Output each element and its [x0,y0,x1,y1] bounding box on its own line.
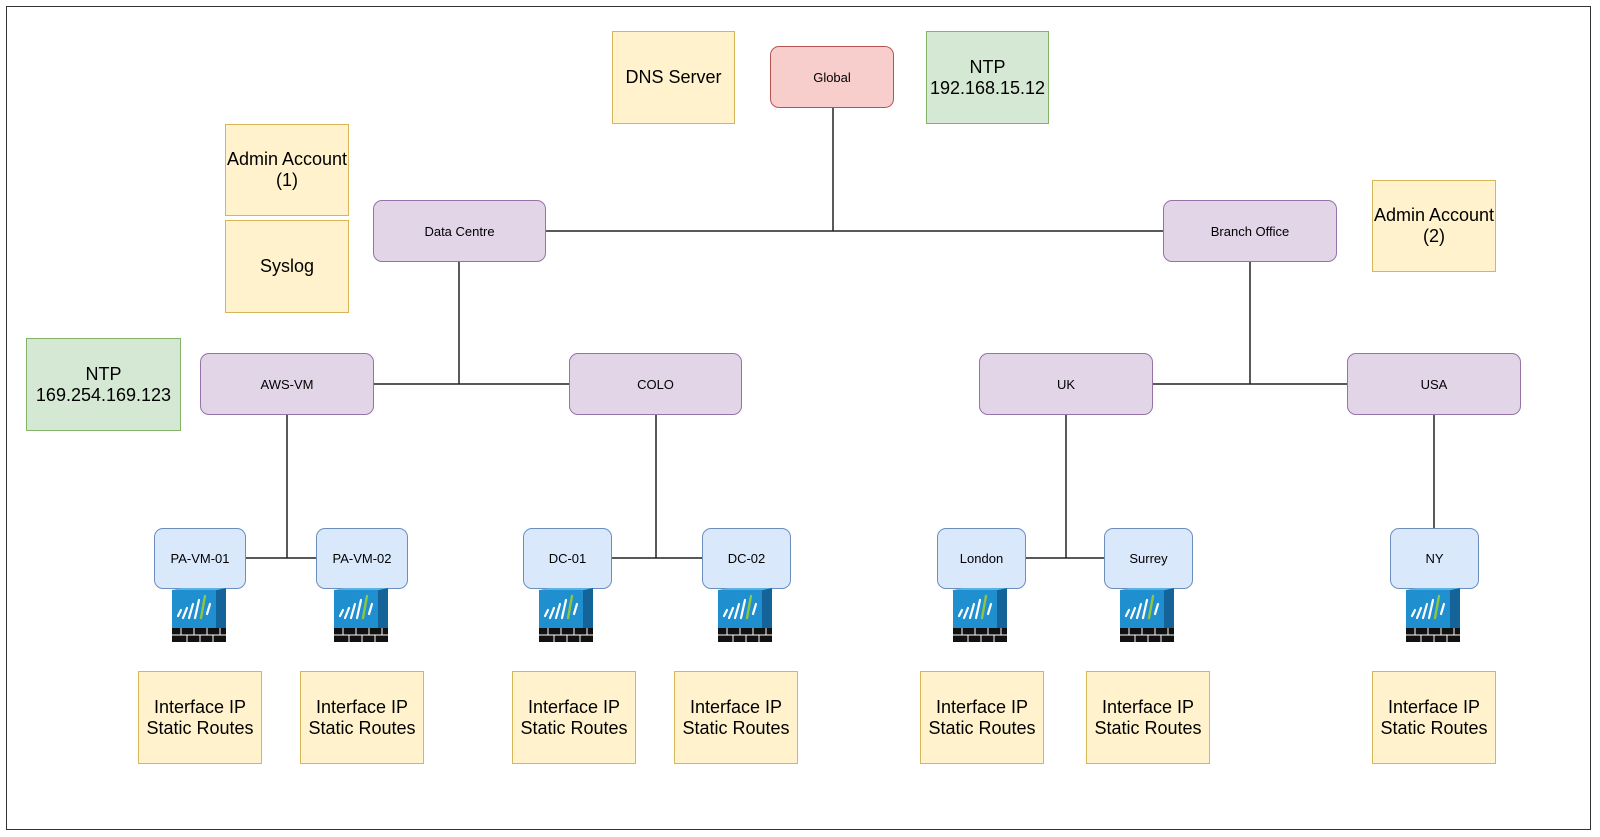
aws-vm-label: AWS-VM [260,376,314,392]
device-label: DC-02 [727,551,766,566]
ntp-global-note: NTP 192.168.15.12 [926,31,1049,124]
global-node[interactable]: Global [770,46,894,108]
firewall-icon [953,588,1009,642]
global-label: Global [813,69,851,85]
admin-account-2-label: Admin Account (2) [1373,205,1495,246]
uk-node[interactable]: UK [979,353,1153,415]
ny-config-note: Interface IP Static Routes [1372,671,1496,764]
firewall-icon [1406,588,1462,642]
config-label: Interface IP Static Routes [1380,696,1488,738]
device-pa-vm-01[interactable]: PA-VM-01 [154,528,246,589]
device-label: DC-01 [548,551,587,566]
device-label: PA-VM-02 [332,551,392,566]
config-label: Interface IP Static Routes [520,696,628,738]
usa-label: USA [1420,376,1448,392]
config-label: Interface IP Static Routes [146,696,254,738]
usa-node[interactable]: USA [1347,353,1521,415]
firewall-icon [334,588,390,642]
dc-01-config-note: Interface IP Static Routes [512,671,636,764]
branch-office-label: Branch Office [1210,223,1290,239]
config-label: Interface IP Static Routes [1094,696,1202,738]
device-label: London [959,551,1004,566]
device-london[interactable]: London [937,528,1026,589]
device-dc-02[interactable]: DC-02 [702,528,791,589]
dns-server-label: DNS Server [625,67,722,87]
firewall-icon [539,588,595,642]
device-label: PA-VM-01 [170,551,230,566]
pa-vm-01-config-note: Interface IP Static Routes [138,671,262,764]
syslog-note: Syslog [225,220,349,313]
ntp-aws-label: NTP 169.254.169.123 [35,363,172,405]
config-label: Interface IP Static Routes [928,696,1036,738]
ntp-aws-note: NTP 169.254.169.123 [26,338,181,431]
firewall-icon [718,588,774,642]
device-label: NY [1425,551,1444,566]
admin-account-1-label: Admin Account (1) [226,149,348,190]
colo-label: COLO [637,376,674,392]
dc-02-config-note: Interface IP Static Routes [674,671,798,764]
admin-account-2-note: Admin Account (2) [1372,180,1496,272]
branch-office-node[interactable]: Branch Office [1163,200,1337,262]
data-centre-node[interactable]: Data Centre [373,200,546,262]
london-config-note: Interface IP Static Routes [920,671,1044,764]
device-ny[interactable]: NY [1390,528,1479,589]
admin-account-1-note: Admin Account (1) [225,124,349,216]
syslog-label: Syslog [259,256,315,276]
aws-vm-node[interactable]: AWS-VM [200,353,374,415]
colo-node[interactable]: COLO [569,353,742,415]
config-label: Interface IP Static Routes [682,696,790,738]
dns-server-note: DNS Server [612,31,735,124]
firewall-icon [172,588,228,642]
device-label: Surrey [1129,551,1168,566]
surrey-config-note: Interface IP Static Routes [1086,671,1210,764]
device-surrey[interactable]: Surrey [1104,528,1193,589]
config-label: Interface IP Static Routes [308,696,416,738]
device-pa-vm-02[interactable]: PA-VM-02 [316,528,408,589]
pa-vm-02-config-note: Interface IP Static Routes [300,671,424,764]
data-centre-label: Data Centre [424,223,495,239]
ntp-global-label: NTP 192.168.15.12 [929,56,1046,98]
uk-label: UK [1056,376,1076,392]
firewall-icon [1120,588,1176,642]
device-dc-01[interactable]: DC-01 [523,528,612,589]
